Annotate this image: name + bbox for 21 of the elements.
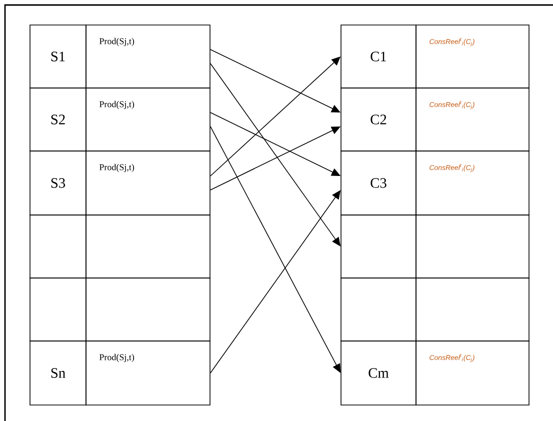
- table-cell: Prod(Sj,t): [86, 88, 210, 152]
- table-cell: Prod(Sj,t): [86, 340, 210, 406]
- table-cell: S3: [30, 150, 86, 216]
- table-cell: S2: [30, 88, 86, 152]
- table-cell: C3: [340, 150, 416, 216]
- table-cell: S1: [30, 24, 86, 88]
- table-cell: C1: [340, 24, 416, 88]
- table-cell: [30, 214, 86, 278]
- table-cell: [86, 278, 210, 342]
- table-cell: [30, 278, 86, 342]
- table-cell: Sn: [30, 340, 86, 406]
- arrow: [210, 126, 341, 373]
- table-cell: [416, 278, 530, 342]
- table-cell: C2: [340, 88, 416, 152]
- table-cell: Cm: [340, 340, 416, 406]
- table-cell: [416, 214, 530, 278]
- table-cell: Prod(Sj,t): [86, 24, 210, 88]
- table-cell: [340, 278, 416, 342]
- table-cell: [86, 214, 210, 278]
- table-cell: [340, 214, 416, 278]
- table-cell: Prod(Sj,t): [86, 150, 210, 216]
